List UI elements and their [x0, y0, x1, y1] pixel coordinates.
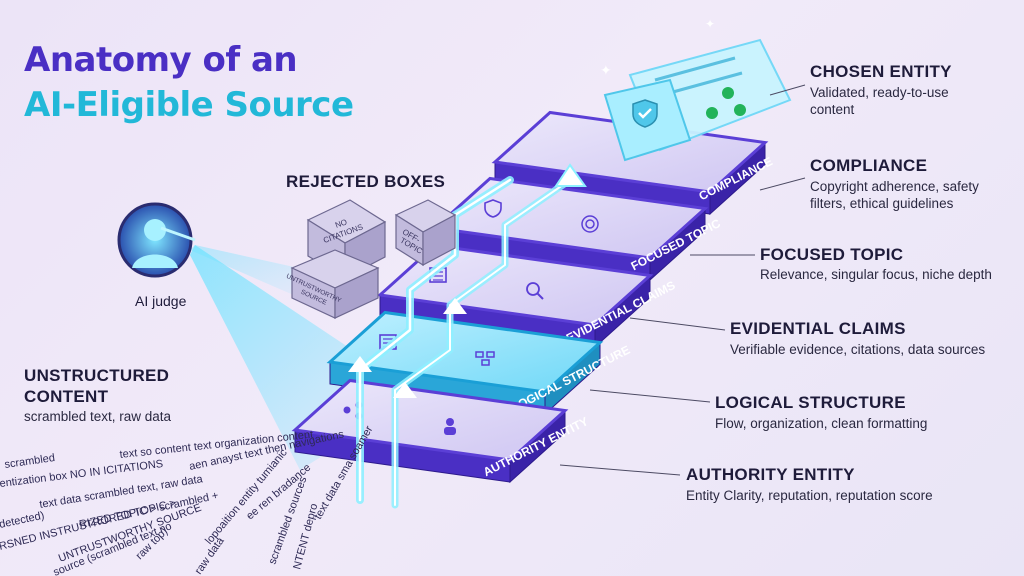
compliance-desc-1: Copyright adherence, safety	[810, 179, 979, 194]
magnifier-icon	[526, 282, 544, 300]
chosen-document: ✦ ✦	[600, 17, 792, 162]
flowchart-icon	[475, 351, 495, 366]
rejected-boxes-title: REJECTED BOXES	[286, 172, 446, 191]
shield-icon	[484, 199, 502, 218]
chosen-entity-title: CHOSEN ENTITY	[810, 62, 952, 81]
leader-lines	[559, 84, 806, 476]
authority-entity-desc: Entity Clarity, reputation, reputation s…	[686, 488, 933, 503]
logical-structure-desc: Flow, organization, clean formatting	[715, 416, 928, 431]
compliance-desc-2: filters, ethical guidelines	[810, 196, 954, 211]
compliance-title: COMPLIANCE	[810, 156, 928, 175]
chosen-entity-desc-2: content	[810, 102, 855, 117]
rejected-box-off-topic: OFF- TOPIC	[394, 199, 457, 267]
target-icon	[581, 215, 599, 233]
svg-text:✦: ✦	[600, 62, 612, 78]
ai-judge-avatar	[117, 202, 196, 278]
rejected-boxes: NO CITATIONS OFF- TOPIC UNTRUSTWORTHY SO…	[285, 199, 457, 319]
chosen-entity-desc-1: Validated, ready-to-use	[810, 85, 949, 100]
authority-entity-title: AUTHORITY ENTITY	[686, 465, 855, 484]
focused-topic-desc: Relevance, singular focus, niche depth	[760, 267, 992, 282]
focused-topic-title: FOCUSED TOPIC	[760, 245, 904, 264]
evidential-claims-desc: Verifiable evidence, citations, data sou…	[730, 342, 986, 357]
ai-judge-label: AI judge	[135, 293, 187, 309]
unstructured-title-2: CONTENT	[24, 387, 109, 406]
svg-text:NO: NO	[334, 217, 348, 230]
unstructured-title-1: UNSTRUCTURED	[24, 366, 170, 385]
title-line-2: AI-Eligible Source	[24, 85, 354, 125]
svg-text:✦: ✦	[705, 17, 715, 31]
rejected-box-untrustworthy: UNTRUSTWORTHY SOURCE	[285, 249, 380, 319]
unstructured-desc: scrambled text, raw data	[24, 409, 172, 424]
title-line-1: Anatomy of an	[24, 40, 298, 80]
logical-structure-title: LOGICAL STRUCTURE	[715, 393, 906, 412]
scrambled-text: scrambled	[4, 452, 56, 471]
scrambled-text: detected)	[0, 510, 45, 531]
person-icon	[444, 418, 456, 435]
evidential-claims-title: EVIDENTIAL CLAIMS	[730, 319, 906, 338]
